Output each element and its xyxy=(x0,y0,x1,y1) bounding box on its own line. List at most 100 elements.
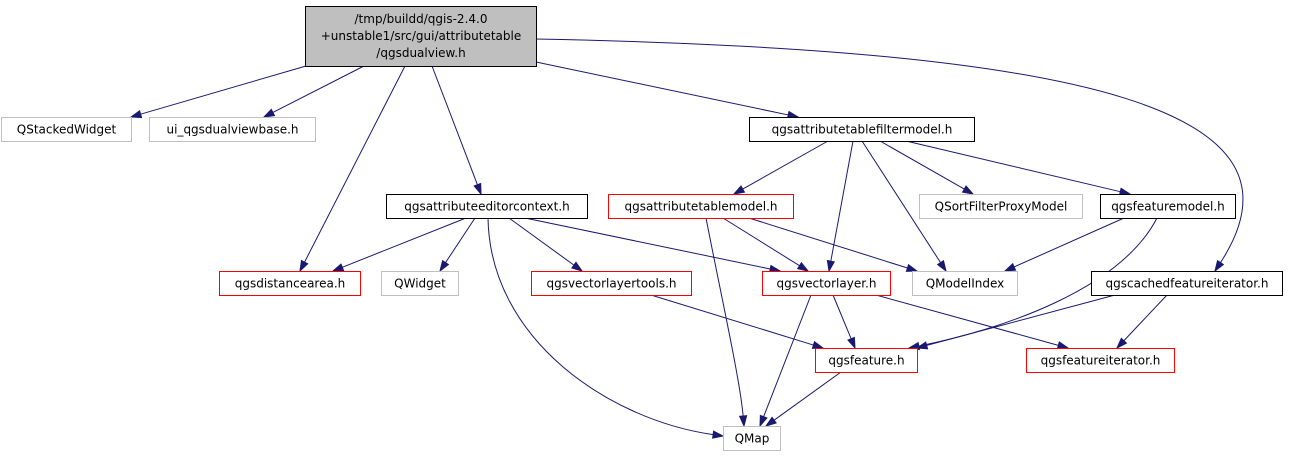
arrowhead xyxy=(759,414,768,428)
node-qstackedwidget[interactable]: QStackedWidget xyxy=(1,117,132,142)
edge-line xyxy=(1123,294,1168,342)
edge-qgsattributeeditorcontext-to-qgsdistancearea xyxy=(331,217,467,272)
node-ui-qgsdualviewbase-h-label: ui_qgsdualviewbase.h xyxy=(167,123,299,137)
node-qgsfeatureiterator-h[interactable]: qgsfeatureiterator.h xyxy=(1026,348,1175,373)
edge-line xyxy=(861,140,941,263)
edge-qgsattributeeditorcontext-to-qwidget xyxy=(439,217,476,273)
arrowhead xyxy=(905,263,919,272)
arrowhead xyxy=(847,336,856,350)
node-qsortfilterproxymodel[interactable]: QSortFilterProxyModel xyxy=(919,194,1083,219)
node-qgsattributeeditorcontext-h[interactable]: qgsattributeeditorcontext.h xyxy=(386,194,588,219)
node-qgsattributetablefiltermodel-h-label: qgsattributetablefiltermodel.h xyxy=(772,123,953,137)
arrowhead xyxy=(262,108,276,118)
edge-line xyxy=(875,294,1059,346)
arrowhead xyxy=(331,263,345,272)
edge-qgsattributetablemodel-to-qgsvectorlayer xyxy=(722,217,810,272)
node-qwidget[interactable]: QWidget xyxy=(381,271,459,296)
edge-line xyxy=(722,217,800,267)
edge-line xyxy=(535,61,789,116)
edge-line xyxy=(748,217,908,269)
edge-qgsfeaturemodel-to-qmodelindex xyxy=(1003,217,1125,272)
node-qmap[interactable]: QMap xyxy=(723,426,781,451)
edge-line xyxy=(508,217,575,266)
edge-line xyxy=(342,217,467,268)
arrowhead xyxy=(439,259,450,273)
edges-layer xyxy=(129,38,1244,439)
edge-qgsattributeeditorcontext-to-qgsvectorlayer xyxy=(524,217,782,273)
node-qgsdualview-h-line-1: /tmp/buildd/qgis-2.4.0 xyxy=(355,12,488,26)
edge-line xyxy=(705,217,744,417)
edge-qgscachedfeatureiterator-to-qgsfeature xyxy=(915,294,1116,350)
edge-line xyxy=(773,371,842,421)
node-qgsdualview-h-line-2: +unstable1/src/gui/attributetable xyxy=(321,29,521,43)
edge-line xyxy=(832,294,852,339)
node-qgscachedfeatureiterator-h[interactable]: qgscachedfeatureiterator.h xyxy=(1091,271,1283,296)
edge-qgsattributetablefiltermodel-to-qmodelindex xyxy=(861,140,947,273)
edge-main-to-qgsdistancearea xyxy=(299,65,406,273)
arrowhead xyxy=(1115,337,1128,350)
edge-line xyxy=(879,140,965,190)
edge-line xyxy=(487,217,714,436)
edge-line xyxy=(140,65,307,115)
arrowhead xyxy=(811,340,825,349)
edge-qgsvectorlayertools-to-qgsfeature xyxy=(650,294,825,349)
node-qgsvectorlayer-h[interactable]: qgsvectorlayer.h xyxy=(762,271,891,296)
node-qgsattributeeditorcontext-h-label: qgsattributeeditorcontext.h xyxy=(404,200,570,214)
node-ui-qgsdualviewbase-h[interactable]: ui_qgsdualviewbase.h xyxy=(149,117,316,142)
node-qgsfeature-h[interactable]: qgsfeature.h xyxy=(815,348,918,373)
node-qmap-label: QMap xyxy=(735,432,770,446)
arrowhead xyxy=(796,261,810,272)
node-qgsdualview-h-line-3: /qgsdualview.h xyxy=(376,46,465,60)
edge-main-to-qstackedwidget xyxy=(129,65,307,119)
edge-qgsattributeeditorcontext-to-qmap xyxy=(487,217,725,439)
node-qgsdistancearea-h[interactable]: qgsdistancearea.h xyxy=(219,271,361,296)
edge-qgsattributetablefiltermodel-to-qgsvectorlayer xyxy=(826,140,854,273)
arrowhead xyxy=(299,259,309,273)
edge-line xyxy=(272,65,365,113)
edge-line xyxy=(1013,217,1125,268)
node-qgsattributetablefiltermodel-h[interactable]: qgsattributetablefiltermodel.h xyxy=(749,117,975,142)
arrowhead xyxy=(738,415,748,428)
edge-line xyxy=(830,140,854,262)
node-qgsattributetablemodel-h[interactable]: qgsattributetablemodel.h xyxy=(608,194,794,219)
edge-qgsattributetablefiltermodel-to-qgsfeaturemodel xyxy=(905,140,1132,196)
arrowhead xyxy=(826,259,836,273)
edge-qgsattributetablemodel-to-qmodelindex xyxy=(748,217,919,272)
arrowhead xyxy=(732,185,746,195)
edge-line xyxy=(926,294,1116,346)
node-qwidget-label: QWidget xyxy=(394,277,446,291)
node-qgsfeaturemodel-h[interactable]: qgsfeaturemodel.h xyxy=(1100,194,1236,219)
edge-line xyxy=(304,65,406,263)
arrowhead xyxy=(1056,341,1070,350)
node-qgsfeaturemodel-h-label: qgsfeaturemodel.h xyxy=(1111,200,1225,214)
nodes-layer: /tmp/buildd/qgis-2.4.0 +unstable1/src/gu… xyxy=(1,6,1283,451)
node-qsortfilterproxymodel-label: QSortFilterProxyModel xyxy=(935,200,1068,214)
edge-line xyxy=(905,140,1121,193)
edge-qgsattributetablefiltermodel-to-qgsattributetablemodel xyxy=(732,140,829,195)
arrowhead xyxy=(961,185,975,195)
edge-qgsvectorlayer-to-qgsfeature xyxy=(832,294,856,350)
node-qgsvectorlayertools-h[interactable]: qgsvectorlayertools.h xyxy=(531,271,692,296)
node-qstackedwidget-label: QStackedWidget xyxy=(17,123,117,137)
edge-line xyxy=(431,65,478,185)
arrowhead xyxy=(473,182,482,196)
edge-line xyxy=(742,140,829,190)
arrowhead xyxy=(915,341,929,350)
node-qgsfeatureiterator-h-label: qgsfeatureiterator.h xyxy=(1041,354,1161,368)
edge-main-to-ui_qgsdualviewbase xyxy=(262,65,365,118)
node-qgsdistancearea-h-label: qgsdistancearea.h xyxy=(235,277,346,291)
node-qgsattributetablemodel-h-label: qgsattributetablemodel.h xyxy=(624,200,777,214)
edge-main-to-qgsattributetablefiltermodel xyxy=(535,61,800,119)
arrowhead xyxy=(712,430,725,439)
node-qgsvectorlayer-h-label: qgsvectorlayer.h xyxy=(777,277,877,291)
edge-qgsattributeeditorcontext-to-qgsvectorlayertools xyxy=(508,217,584,272)
arrowhead xyxy=(571,261,584,272)
arrowhead xyxy=(764,416,777,427)
edge-qgsattributetablemodel-to-qmap xyxy=(705,217,748,428)
node-qgsdualview-h[interactable]: /tmp/buildd/qgis-2.4.0 +unstable1/src/gu… xyxy=(305,6,537,67)
edge-main-to-qgscachedfeatureiterator xyxy=(535,38,1244,273)
edge-line xyxy=(524,217,771,270)
node-qmodelindex[interactable]: QModelIndex xyxy=(912,271,1018,296)
node-qmodelindex-label: QModelIndex xyxy=(926,277,1005,291)
